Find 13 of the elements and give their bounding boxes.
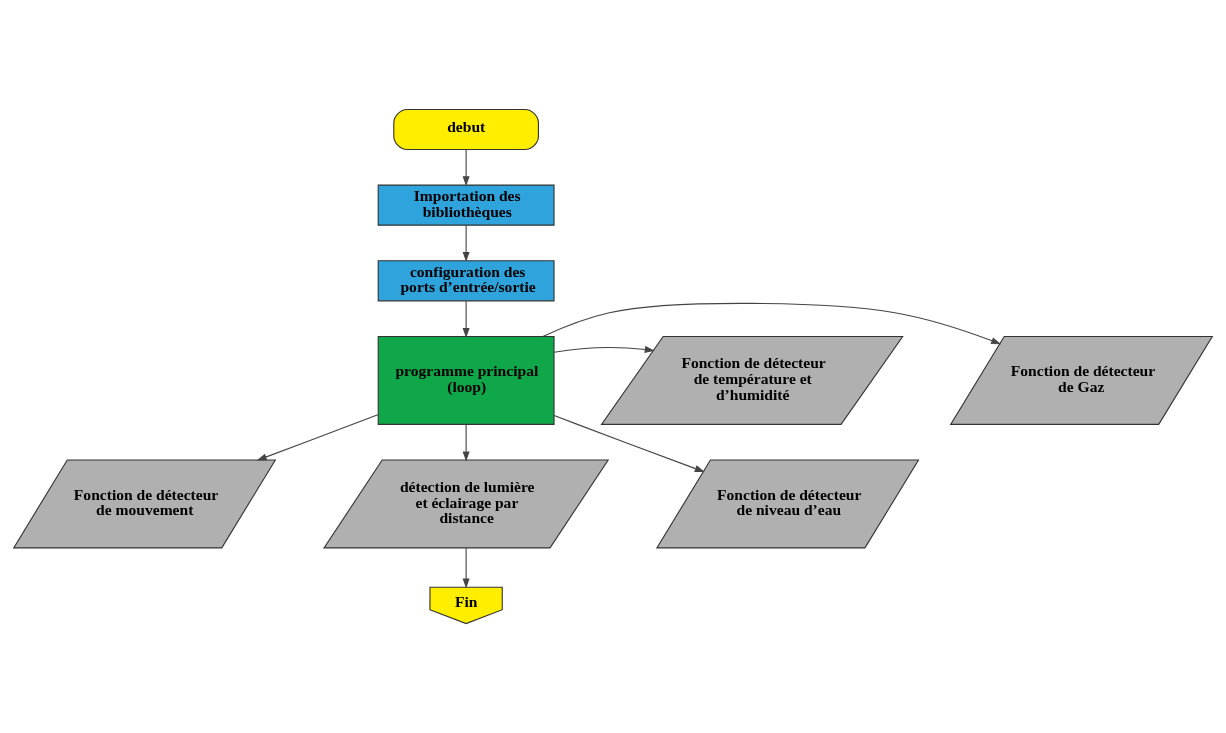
arrow (553, 414, 705, 473)
arrow (256, 414, 379, 461)
node-box: programme principal (loop) (377, 335, 555, 425)
arrow (462, 547, 470, 589)
node-box: Importation des bibliothèques (377, 184, 555, 226)
arrow (462, 225, 470, 262)
arrow (462, 424, 470, 462)
node-box: debut (393, 108, 539, 151)
arrow (542, 302, 1002, 345)
node-box: configuration des ports d’entrée/sortie (377, 260, 555, 302)
arrow (462, 149, 470, 187)
arrow (553, 346, 655, 353)
arrow (462, 300, 470, 338)
